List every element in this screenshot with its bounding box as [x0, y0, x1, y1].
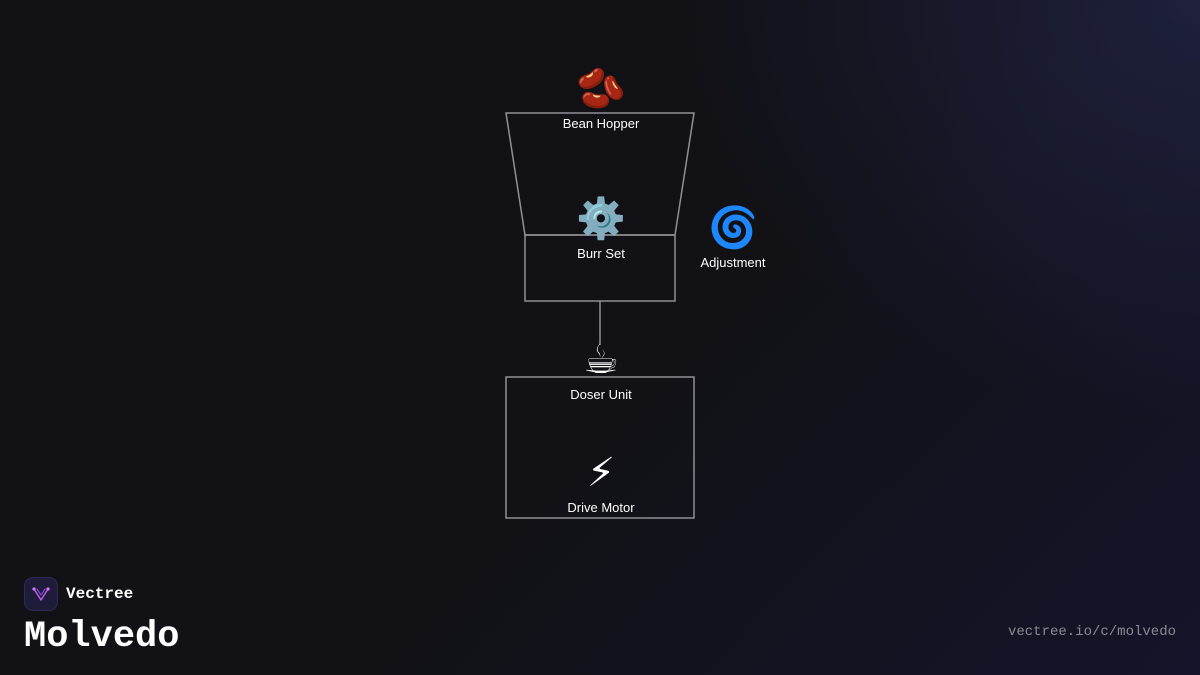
node-drive-motor: ⚡ Drive Motor	[567, 450, 634, 515]
vectree-logo-icon	[24, 577, 58, 611]
product-title: Molvedo	[24, 616, 180, 658]
lightning-icon: ⚡	[586, 450, 616, 496]
doser-unit-label: Doser Unit	[570, 387, 632, 402]
brand-block: Vectree Molvedo	[24, 577, 179, 657]
adjustment-label: Adjustment	[700, 255, 766, 270]
node-adjustment: 🌀 Adjustment	[700, 205, 765, 270]
bean-icon: 🫘	[576, 66, 626, 112]
gear-icon: ⚙️	[576, 196, 626, 242]
brand-row: Vectree	[24, 577, 179, 611]
burr-set-label: Burr Set	[577, 246, 625, 261]
spiral-icon: 🌀	[708, 205, 758, 251]
node-bean-hopper: 🫘 Bean Hopper	[563, 66, 640, 131]
bean-hopper-label: Bean Hopper	[562, 116, 640, 131]
vectree-logo-mark	[32, 587, 50, 601]
base-outline	[505, 376, 695, 519]
page-url: vectree.io/c/molvedo	[1007, 624, 1176, 640]
node-burr-set: ⚙️ Burr Set	[576, 196, 626, 261]
node-doser-unit: ☕ Doser Unit	[570, 337, 631, 402]
company-name: Vectree	[66, 585, 134, 603]
coffee-cup-icon: ☕	[583, 337, 619, 383]
drive-motor-label: Drive Motor	[567, 500, 635, 515]
